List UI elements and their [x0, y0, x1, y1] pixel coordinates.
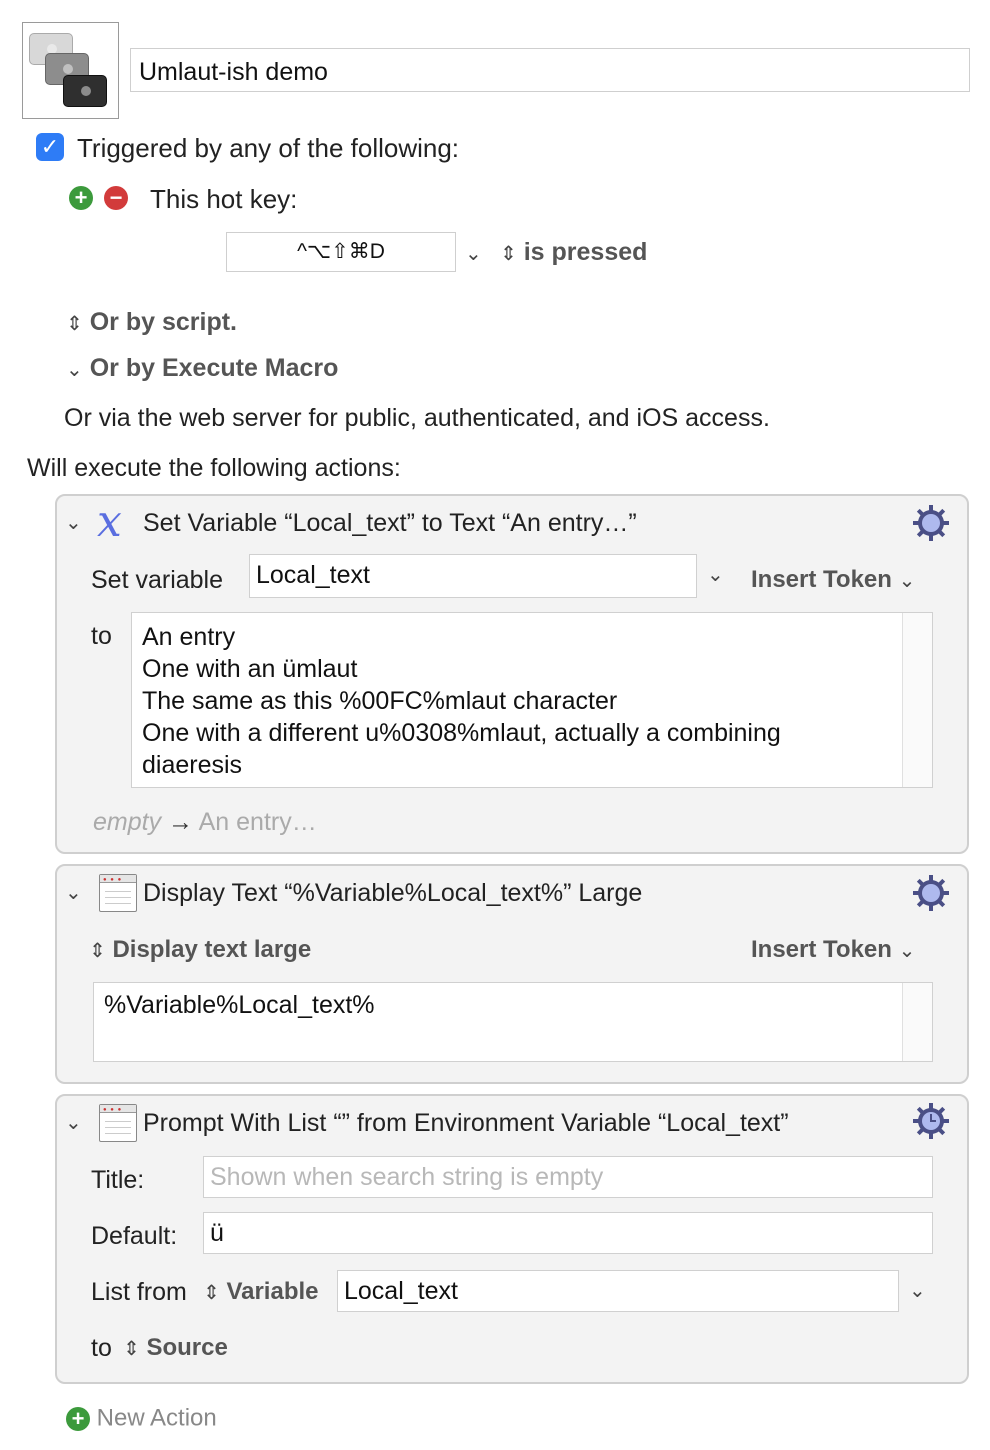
remove-trigger-button[interactable]: − — [104, 186, 128, 210]
insert-token-label: Insert Token — [751, 936, 892, 963]
updown-chevron-icon: ⇕ — [500, 243, 517, 265]
window-icon: ● ● ● — [99, 874, 137, 912]
default-input[interactable]: ü — [203, 1212, 933, 1254]
action-title: Prompt With List “” from Environment Var… — [143, 1109, 789, 1137]
insert-token-label: Insert Token — [751, 566, 892, 593]
text-line: diaeresis — [142, 751, 243, 779]
chevron-down-icon: ⌄ — [898, 570, 916, 592]
hotkey-state-label: is pressed — [523, 238, 648, 266]
updown-chevron-icon: ⇕ — [203, 1282, 220, 1304]
hotkey-state-popup[interactable]: ⇕ is pressed — [500, 238, 647, 267]
display-mode-popup[interactable]: ⇕ Display text large — [89, 936, 311, 964]
triggered-checkbox[interactable]: ✓ — [36, 133, 64, 161]
arrow-icon: → — [168, 808, 194, 836]
new-action-label: New Action — [96, 1404, 217, 1432]
to-label: to — [91, 1334, 112, 1362]
preview-row: empty → An entry… — [93, 808, 317, 837]
collapse-chevron-icon[interactable]: ⌄ — [65, 1112, 82, 1134]
title-label: Title: — [91, 1166, 145, 1194]
or-by-script-toggle[interactable]: ⇕ Or by script. — [66, 308, 237, 337]
insert-token-button[interactable]: Insert Token ⌄ — [751, 566, 915, 594]
list-from-type-popup[interactable]: ⇕ Variable — [203, 1278, 319, 1306]
hotkey-field[interactable]: ^⌥⇧⌘D — [226, 232, 456, 272]
macro-name-field[interactable]: Umlaut-ish demo — [130, 48, 970, 92]
to-source-label: Source — [146, 1334, 228, 1361]
web-server-text: Or via the web server for public, authen… — [64, 404, 770, 432]
hotkey-label: This hot key: — [150, 184, 298, 214]
plus-icon: + — [66, 1406, 90, 1431]
collapse-chevron-icon[interactable]: ⌄ — [65, 882, 82, 904]
to-label: to — [91, 622, 112, 650]
text-area-scrollbar[interactable] — [902, 983, 932, 1061]
text-area-scrollbar[interactable] — [902, 613, 932, 787]
text-content: An entry One with an ümlaut The same as … — [142, 621, 781, 781]
text-area[interactable]: An entry One with an ümlaut The same as … — [131, 612, 933, 788]
add-trigger-button[interactable]: + — [69, 186, 93, 210]
list-from-label: List from — [91, 1278, 187, 1306]
variable-name-field[interactable]: Local_text — [249, 554, 697, 598]
action-display-text[interactable]: ⌄ ● ● ● Display Text “%Variable%Local_te… — [55, 864, 969, 1084]
new-action-button[interactable]: + New Action — [66, 1404, 217, 1433]
updown-chevron-icon: ⇕ — [89, 940, 106, 962]
display-text-area[interactable]: %Variable%Local_text% — [93, 982, 933, 1062]
gear-icon[interactable] — [912, 874, 950, 912]
collapse-chevron-icon[interactable]: ⌄ — [65, 512, 82, 534]
text-line: An entry — [142, 623, 236, 651]
action-prompt-with-list[interactable]: ⌄ ● ● ● Prompt With List “” from Environ… — [55, 1094, 969, 1384]
list-from-type-label: Variable — [226, 1278, 319, 1305]
default-label: Default: — [91, 1222, 178, 1250]
insert-token-button[interactable]: Insert Token ⌄ — [751, 936, 915, 964]
title-input[interactable]: Shown when search string is empty — [203, 1156, 933, 1198]
display-mode-label: Display text large — [112, 936, 312, 963]
updown-chevron-icon: ⇕ — [123, 1338, 140, 1360]
variable-dropdown-chevron-icon[interactable]: ⌄ — [707, 564, 724, 586]
actions-header: Will execute the following actions: — [27, 454, 401, 482]
action-title: Display Text “%Variable%Local_text%” Lar… — [143, 879, 643, 907]
variable-dropdown-chevron-icon[interactable]: ⌄ — [909, 1280, 926, 1302]
gear-icon[interactable] — [912, 504, 950, 542]
display-text-content: %Variable%Local_text% — [104, 991, 375, 1019]
chevron-down-icon: ⌄ — [66, 359, 83, 381]
action-set-variable[interactable]: ⌄ x Set Variable “Local_text” to Text “A… — [55, 494, 969, 854]
hotkey-dropdown-chevron-icon[interactable]: ⌄ — [465, 243, 482, 265]
preview-empty: empty — [93, 808, 162, 836]
action-title: Set Variable “Local_text” to Text “An en… — [143, 509, 637, 537]
or-by-execute-macro-toggle[interactable]: ⌄ Or by Execute Macro — [66, 354, 338, 383]
or-by-script-label: Or by script. — [89, 308, 237, 336]
updown-chevron-icon: ⇕ — [66, 313, 83, 335]
macro-layers-icon[interactable] — [22, 22, 119, 119]
gear-clock-icon[interactable] — [912, 1102, 950, 1140]
text-line: One with an ümlaut — [142, 655, 358, 683]
list-from-row: List from — [91, 1278, 187, 1307]
set-variable-label: Set variable — [91, 566, 224, 594]
text-line: One with a different u%0308%mlaut, actua… — [142, 719, 781, 747]
or-by-execute-macro-label: Or by Execute Macro — [89, 354, 339, 382]
to-source-popup[interactable]: ⇕ Source — [123, 1334, 228, 1362]
variable-x-icon: x — [97, 496, 122, 547]
text-line: The same as this %00FC%mlaut character — [142, 687, 618, 715]
preview-value: An entry… — [198, 808, 317, 836]
list-from-variable-field[interactable]: Local_text — [337, 1270, 899, 1312]
window-icon: ● ● ● — [99, 1104, 137, 1142]
triggered-label: Triggered by any of the following: — [77, 133, 460, 163]
chevron-down-icon: ⌄ — [898, 940, 916, 962]
